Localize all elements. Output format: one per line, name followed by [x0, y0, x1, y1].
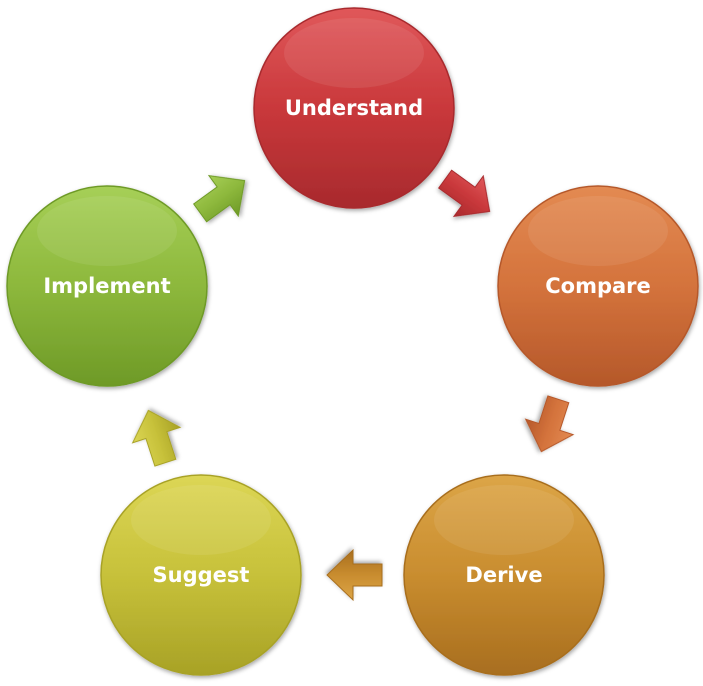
step-label: Suggest [153, 563, 250, 587]
circle-highlight [131, 485, 271, 555]
step-circle [100, 474, 302, 676]
step-implement: Implement [6, 185, 208, 387]
cycle-arrow-icon [326, 548, 383, 602]
step-label: Derive [465, 563, 542, 587]
cycle-arrow-icon [437, 169, 491, 218]
circle-highlight [284, 18, 424, 88]
step-circle [403, 474, 605, 676]
cycle-arrow-icon [131, 409, 182, 467]
circle-highlight [434, 485, 574, 555]
step-circle [253, 7, 455, 209]
cycle-arrow-icon [524, 395, 575, 453]
step-suggest: Suggest [100, 474, 302, 676]
step-label: Compare [545, 274, 651, 298]
circle-highlight [528, 196, 668, 266]
step-circle [6, 185, 208, 387]
circle-highlight [37, 196, 177, 266]
step-compare: Compare [497, 185, 699, 387]
step-label: Implement [43, 274, 170, 298]
step-label: Understand [285, 96, 423, 120]
step-understand: Understand [253, 7, 455, 209]
step-derive: Derive [403, 474, 605, 676]
step-circle [497, 185, 699, 387]
cycle-arrow-icon [192, 174, 246, 223]
